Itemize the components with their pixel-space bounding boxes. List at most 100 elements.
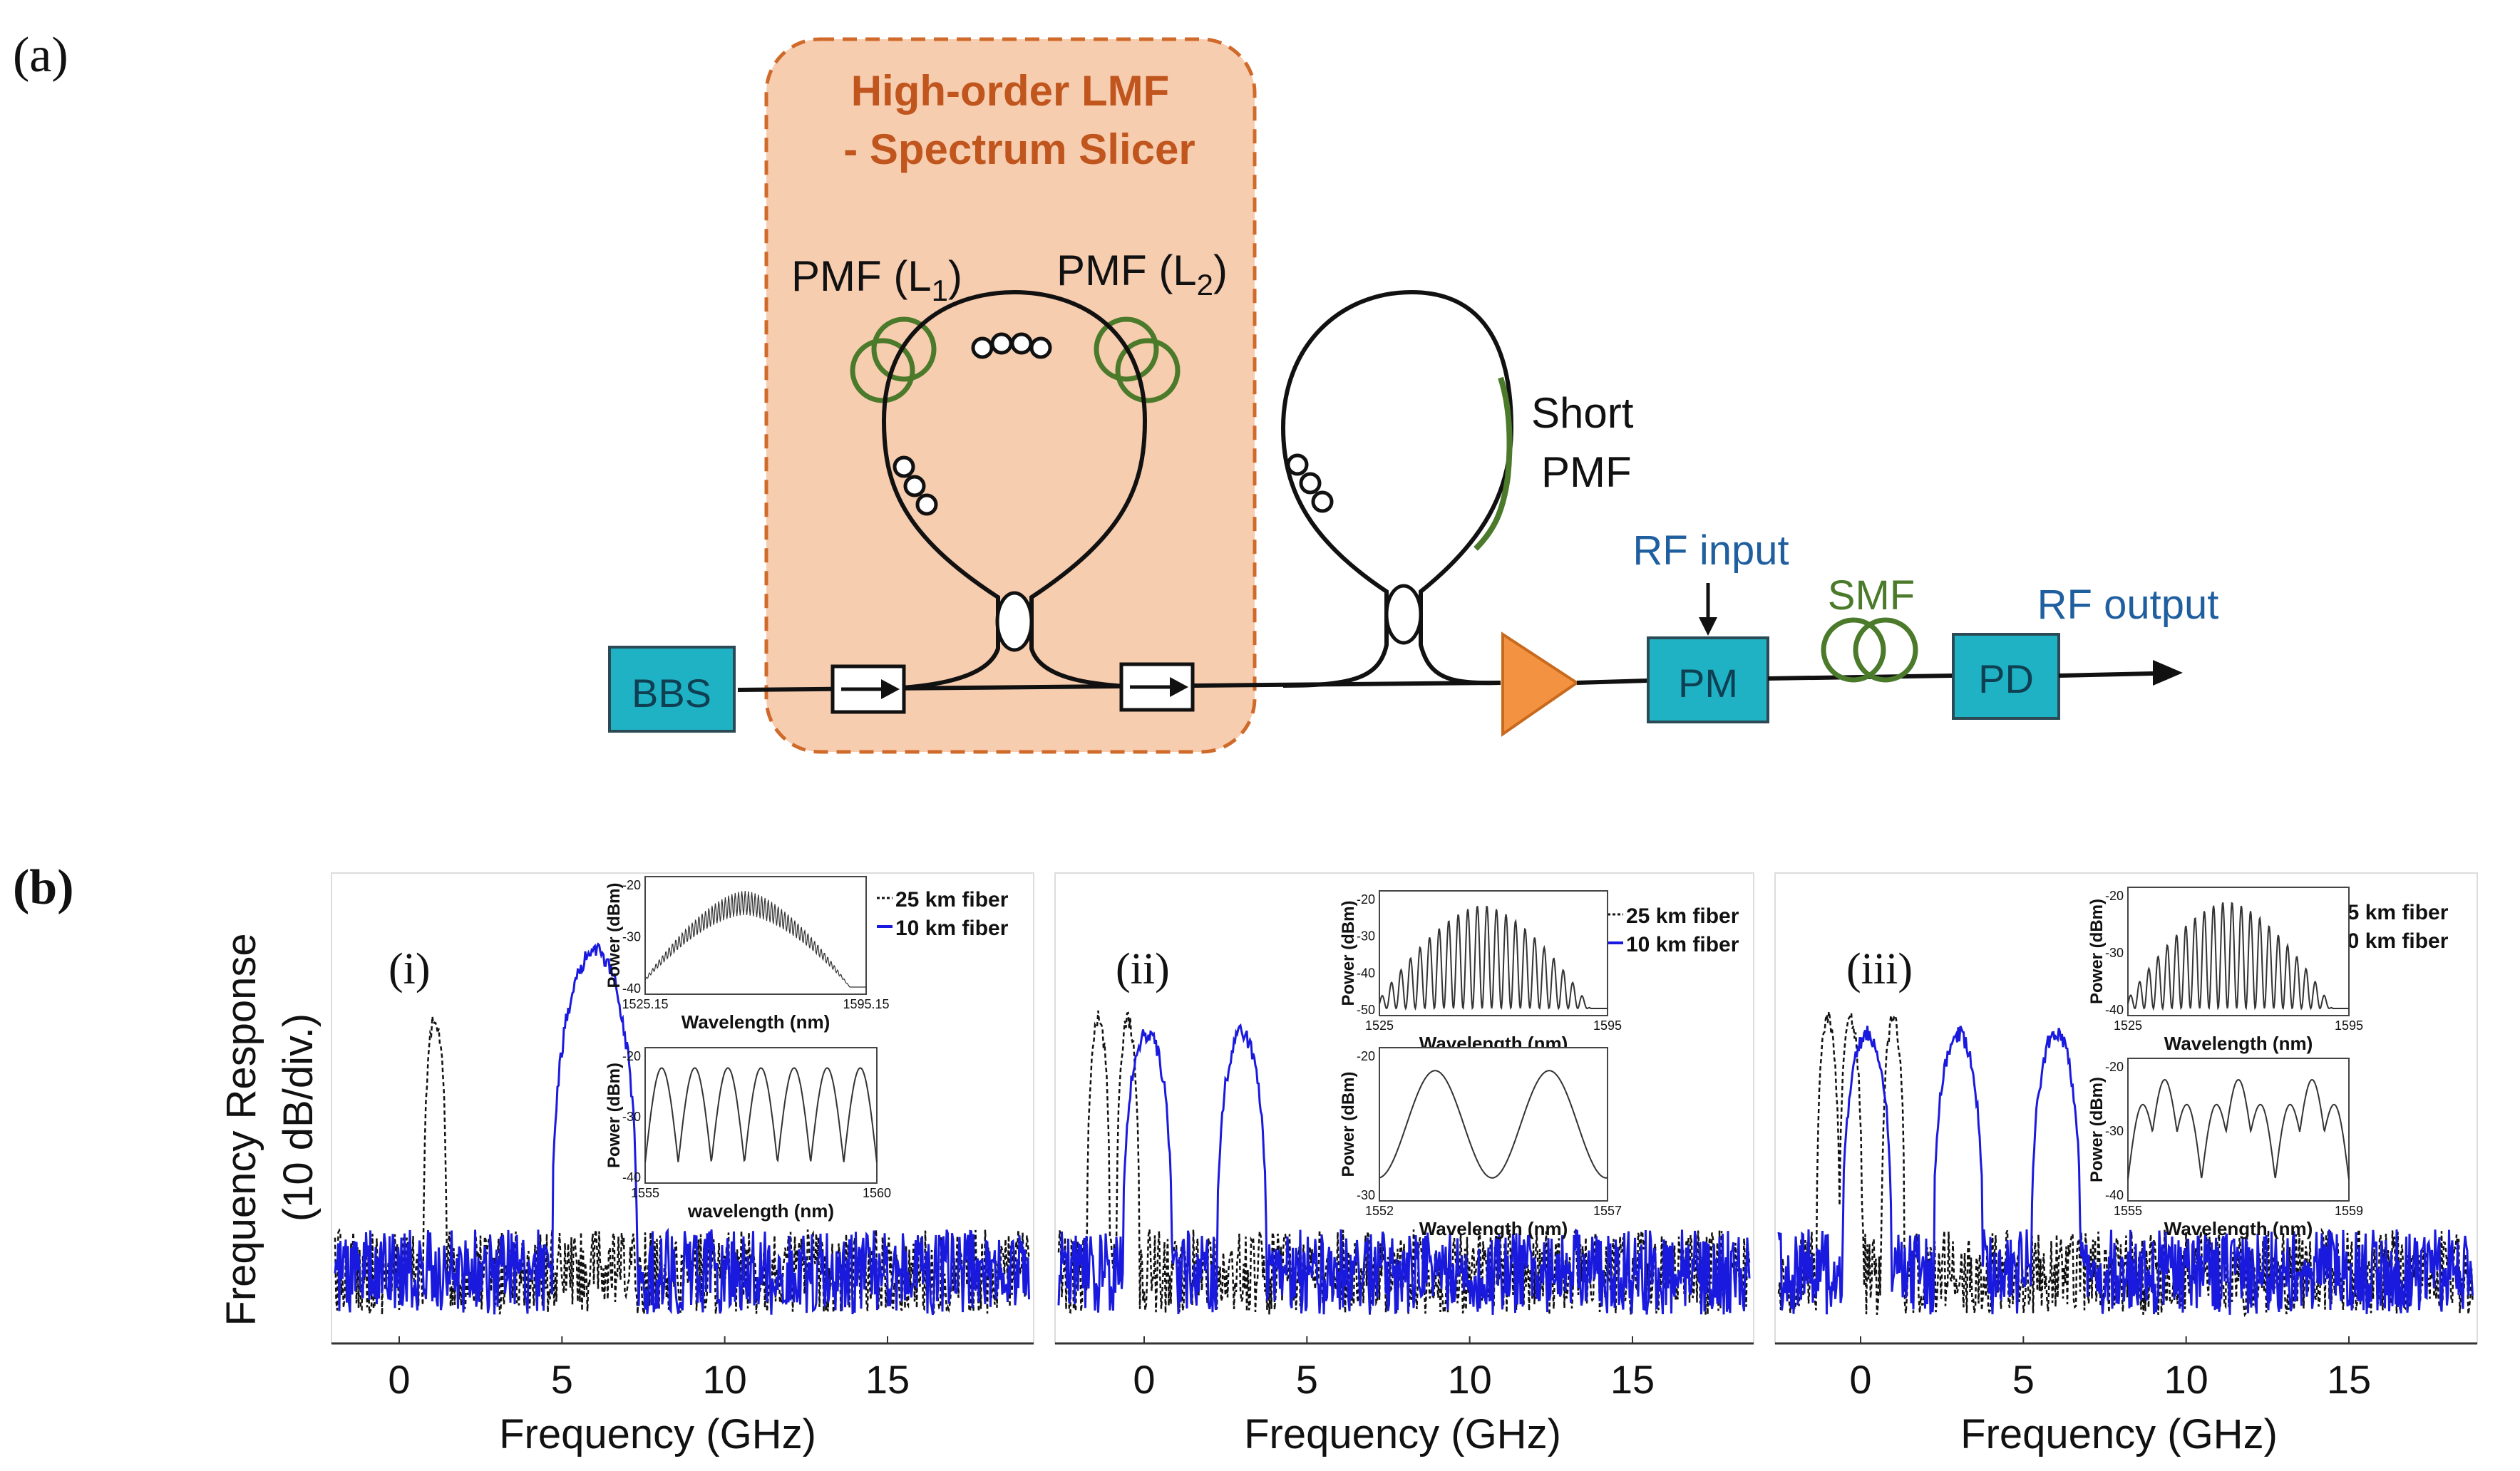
inset-x-label: Wavelength (nm) xyxy=(2164,1218,2313,1239)
inset-x-tick: 1525 xyxy=(2114,1018,2142,1033)
polarization-controller-1b xyxy=(893,455,938,516)
fiber-to-pm xyxy=(1576,678,1649,685)
x-tick-label: 0 xyxy=(1849,1357,1871,1402)
inset-y-tick: -30 xyxy=(622,1110,641,1124)
inset-x-tick: 1552 xyxy=(1365,1204,1394,1218)
inset-spectrum-trace xyxy=(2127,902,2349,1011)
inset-y-label: Power (dBm) xyxy=(605,882,624,988)
trace-10km xyxy=(1057,1023,1751,1315)
rf-input-label: RF input xyxy=(1632,527,1789,574)
inset-spectrum-trace xyxy=(1379,905,1608,1011)
spectrum-slicer-box xyxy=(764,37,1257,754)
inset-y-tick: -40 xyxy=(1357,966,1375,980)
panel-label-b: (b) xyxy=(13,860,74,915)
inset-y-tick: -40 xyxy=(622,981,641,996)
inset-x-tick: 1595 xyxy=(2335,1018,2363,1033)
x-tick-label: 5 xyxy=(2012,1357,2035,1402)
amplifier-icon xyxy=(1501,631,1580,737)
inset-spectrum-trace xyxy=(644,1067,878,1163)
inset-frame xyxy=(1379,1047,1608,1202)
inset-y-tick: -30 xyxy=(622,930,641,944)
legend-label-10km: 10 km fiber xyxy=(2335,929,2449,953)
pmf-l2-coil xyxy=(1094,316,1181,403)
legend-label-25km: 25 km fiber xyxy=(1626,904,1739,928)
short-pmf-label-line1: Short xyxy=(1531,389,1634,437)
x-tick-label: 15 xyxy=(1610,1357,1655,1402)
setup-diagram: High-order LMF - Spectrum Slicer PMF (L1… xyxy=(608,37,2219,754)
trace-10km xyxy=(334,942,1030,1316)
pmf-l1-label: PMF (L1) xyxy=(791,252,962,307)
x-tick-label: 5 xyxy=(551,1357,573,1402)
x-tick-label: 10 xyxy=(703,1357,747,1402)
inset-y-tick: -20 xyxy=(2105,1060,2124,1074)
x-tick-label: 15 xyxy=(2327,1357,2371,1402)
inset-x-tick: 1595 xyxy=(1593,1018,1622,1033)
inset-y-label: Power (dBm) xyxy=(2087,1077,2107,1182)
legend: 25 km fiber 10 km fiber xyxy=(2317,901,2449,953)
legend: 25 km fiber 10 km fiber xyxy=(1608,904,1739,956)
legend-label-10km: 10 km fiber xyxy=(1626,933,1739,956)
pm-box: PM xyxy=(1647,636,1769,723)
inset-y-tick: -40 xyxy=(2105,1188,2124,1202)
pd-box: PD xyxy=(1952,633,2060,720)
inset-x-label: Wavelength (nm) xyxy=(2164,1033,2313,1054)
inset-y-label: Power (dBm) xyxy=(1339,900,1358,1006)
inset-x-label: Wavelength (nm) xyxy=(682,1011,830,1033)
inset-y-tick: -20 xyxy=(622,878,641,892)
x-axis-label: Frequency (GHz) xyxy=(1244,1411,1561,1457)
pmf-l1-coil xyxy=(850,316,937,403)
x-tick-label: 10 xyxy=(2164,1357,2208,1402)
inset-x-label: Wavelength (nm) xyxy=(1419,1218,1568,1239)
x-tick-label: 15 xyxy=(865,1357,910,1402)
inset-spectrum-trace xyxy=(644,890,866,988)
slicer-title-line2: - Spectrum Slicer xyxy=(843,125,1195,173)
bbs-box: BBS xyxy=(608,646,736,733)
legend-label-25km: 25 km fiber xyxy=(2335,901,2449,924)
legend-label-10km: 10 km fiber xyxy=(895,917,1009,940)
panel-numeral: (ii) xyxy=(1116,945,1170,993)
inset-y-tick: -20 xyxy=(1357,1049,1375,1063)
coupler-1 xyxy=(995,591,1034,652)
short-pmf-section xyxy=(1474,376,1513,551)
inset-spectrum-trace xyxy=(2127,1078,2350,1180)
inset-x-tick: 1525.15 xyxy=(622,997,668,1011)
y-axis-label-line1: Frequency Response xyxy=(218,933,264,1326)
smf-coil xyxy=(1821,617,1918,683)
x-tick-label: 5 xyxy=(1296,1357,1318,1402)
panel-numeral: (i) xyxy=(389,945,431,993)
short-pmf-label-line2: PMF xyxy=(1541,448,1632,496)
rf-input-arrow xyxy=(1699,583,1717,636)
inset-x-label: wavelength (nm) xyxy=(687,1200,834,1222)
x-axis-label: Frequency (GHz) xyxy=(1960,1411,2278,1457)
polarization-controller-1a xyxy=(971,332,1052,359)
inset-y-label: Power (dBm) xyxy=(605,1063,624,1168)
inset-x-tick: 1555 xyxy=(2114,1204,2142,1218)
y-axis-label-line2: (10 dB/div.) xyxy=(275,1013,322,1222)
inset-y-tick: -20 xyxy=(622,1049,641,1063)
pd-label: PD xyxy=(1978,656,2034,701)
loop-mirror-1 xyxy=(840,289,1177,692)
rf-output-label: RF output xyxy=(2037,582,2219,628)
trace-25km xyxy=(1777,1011,2474,1318)
isolator-2 xyxy=(1119,662,1195,712)
loop-mirror-2 xyxy=(1280,289,1514,688)
inset-x-tick: 1560 xyxy=(863,1186,891,1200)
x-tick-label: 0 xyxy=(1133,1357,1155,1402)
x-axis-label: Frequency (GHz) xyxy=(499,1411,816,1457)
inset-frame xyxy=(644,876,867,995)
inset-y-tick: -30 xyxy=(1357,929,1375,944)
bbs-label: BBS xyxy=(632,671,711,716)
inset-spectrum-trace xyxy=(1379,1070,1608,1179)
inset-y-label: Power (dBm) xyxy=(1339,1071,1358,1177)
pmf-l2-label: PMF (L2) xyxy=(1056,247,1228,301)
coupler-2 xyxy=(1384,584,1423,645)
inset-y-tick: -20 xyxy=(2105,889,2124,903)
